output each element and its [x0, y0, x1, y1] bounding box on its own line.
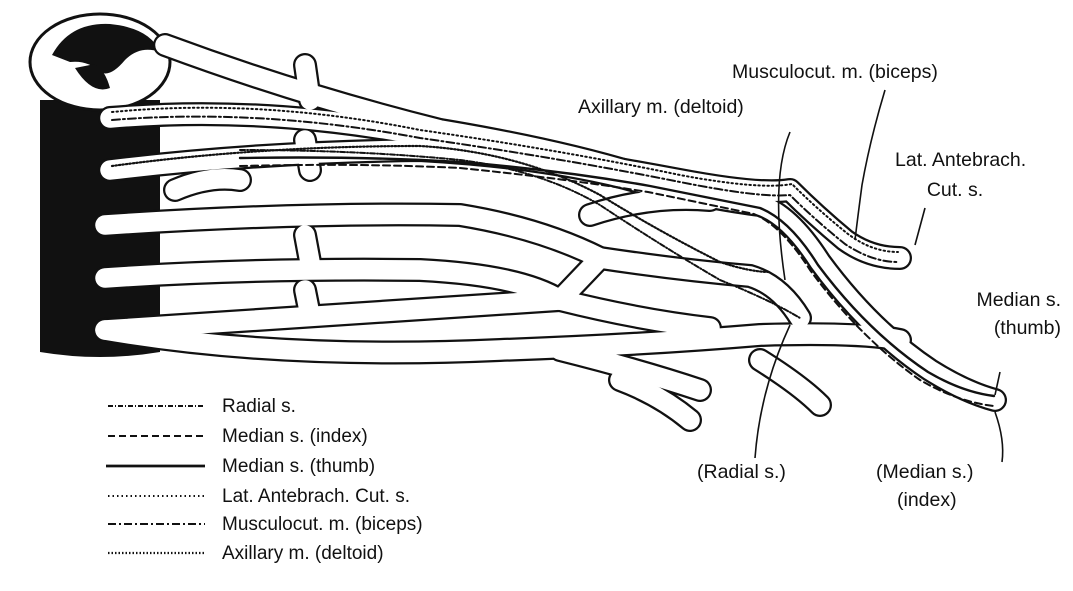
callout-labels: Musculocut. m. (biceps) Axillary m. (del… [578, 61, 1061, 511]
label-median-index-1: (Median s.) [876, 461, 974, 483]
label-radial: (Radial s.) [697, 461, 786, 483]
legend-label-musculocut: Musculocut. m. (biceps) [222, 514, 423, 535]
legend-item-axillary: Axillary m. (deltoid) [108, 543, 384, 564]
label-median-thumb-1: Median s. [976, 289, 1061, 311]
legend-item-median-thumb: Median s. (thumb) [106, 456, 375, 477]
label-lat-antebrach-1: Lat. Antebrach. [895, 149, 1026, 171]
legend-label-lat-antebrach: Lat. Antebrach. Cut. s. [222, 486, 410, 507]
legend-item-lat-antebrach: Lat. Antebrach. Cut. s. [108, 486, 410, 507]
legend: Radial s. Median s. (index) Median s. (t… [106, 396, 423, 564]
leader-lines [755, 90, 1003, 462]
label-lat-antebrach-2: Cut. s. [927, 179, 983, 201]
legend-item-radial: Radial s. [108, 396, 296, 417]
label-median-index-2: (index) [897, 489, 957, 511]
legend-label-median-index: Median s. (index) [222, 426, 368, 447]
legend-label-axillary: Axillary m. (deltoid) [222, 543, 384, 564]
legend-item-median-index: Median s. (index) [108, 426, 368, 447]
legend-item-musculocut: Musculocut. m. (biceps) [108, 514, 423, 535]
label-musculocut: Musculocut. m. (biceps) [732, 61, 938, 83]
label-axillary: Axillary m. (deltoid) [578, 96, 744, 118]
legend-label-radial: Radial s. [222, 396, 296, 417]
nerve-trunks [105, 45, 995, 420]
spinal-cord [30, 14, 170, 357]
label-median-thumb-2: (thumb) [994, 317, 1061, 339]
legend-label-median-thumb: Median s. (thumb) [222, 456, 375, 477]
